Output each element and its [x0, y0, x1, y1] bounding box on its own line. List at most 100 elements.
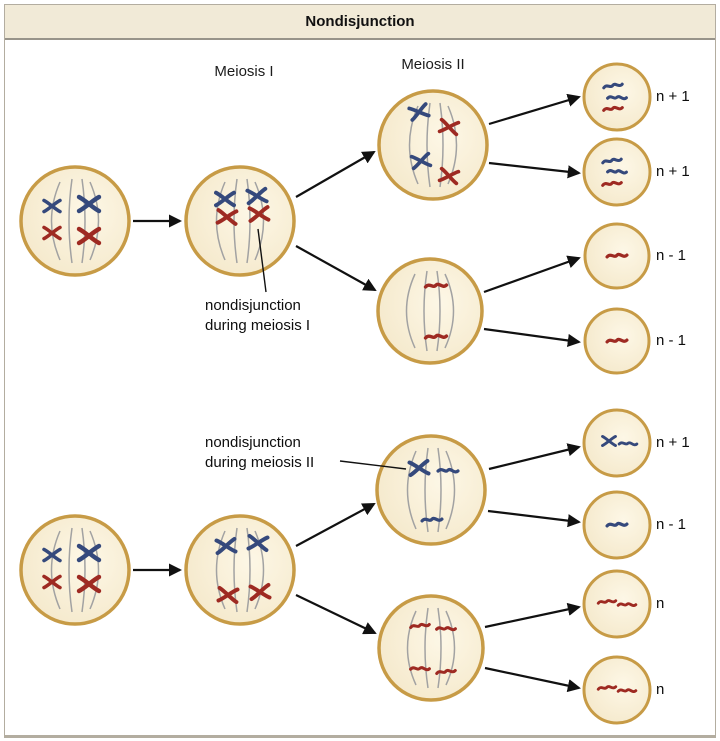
- gamete-n-plus-1-a: [582, 62, 652, 132]
- arrow-to-gamete-n-plus-1-c: [488, 443, 581, 471]
- gamete-label-n-plus-1-b: n + 1: [656, 163, 690, 180]
- spindle-fiber: [254, 181, 265, 261]
- red-chromosome: [596, 599, 618, 605]
- spindle-fiber: [50, 181, 61, 261]
- red-chromosome: [215, 208, 239, 226]
- red-chromosome: [605, 337, 629, 344]
- blue-chromosome: [601, 157, 623, 165]
- meiosis2-cell-monosomic: [376, 257, 484, 365]
- red-chromosome: [42, 225, 62, 241]
- gamete-n-minus-1-b: [583, 307, 651, 375]
- meiosis1-normal-cell: [184, 514, 296, 626]
- blue-chromosome: [617, 441, 639, 447]
- arrow-to-gamete-n-minus-1-c: [487, 509, 581, 528]
- cell-membrane: [377, 89, 489, 201]
- arrow-to-gamete-n-minus-1-a: [483, 255, 581, 294]
- red-chromosome: [216, 585, 240, 605]
- spindle-fiber: [215, 530, 226, 610]
- red-chromosome: [76, 226, 102, 246]
- gamete-n-minus-1-c: [582, 490, 652, 560]
- red-chromosome: [605, 252, 629, 259]
- blue-chromosome: [407, 102, 431, 122]
- blue-chromosome: [246, 533, 270, 553]
- red-chromosome: [435, 668, 457, 676]
- red-chromosome: [601, 180, 623, 187]
- blue-chromosome: [42, 547, 62, 563]
- arrow-to-gamete-n-plus-1-b: [488, 161, 581, 179]
- red-chromosome: [76, 574, 102, 594]
- cell-membrane: [377, 594, 485, 702]
- spindle-fiber: [424, 607, 429, 689]
- red-chromosome: [423, 282, 449, 289]
- red-chromosome: [409, 666, 431, 672]
- arrow-meiosis1-to-meiosis2-top: [295, 151, 376, 198]
- blue-chromosome: [606, 169, 628, 175]
- red-chromosome: [247, 205, 271, 223]
- red-chromosome: [435, 626, 457, 632]
- spindle-fiber: [405, 273, 416, 349]
- gamete-label-n-minus-1-a: n - 1: [656, 247, 687, 264]
- spindle-fiber: [444, 273, 455, 349]
- blue-chromosome: [42, 198, 62, 214]
- column-header-meiosis-1: Meiosis I: [214, 63, 274, 80]
- cell-membrane: [582, 569, 652, 639]
- blue-chromosome: [602, 82, 624, 90]
- gamete-n-a: [582, 569, 652, 639]
- blue-chromosome: [76, 543, 102, 563]
- spindle-fiber: [436, 270, 441, 352]
- cell-membrane: [582, 655, 652, 725]
- red-chromosome: [616, 602, 638, 607]
- spindle-fiber: [81, 527, 86, 613]
- blue-chromosome: [76, 194, 102, 214]
- spindle-fiber: [424, 447, 429, 533]
- gamete-label-n-plus-1-c: n + 1: [656, 434, 690, 451]
- red-chromosome: [602, 105, 624, 112]
- blue-chromosome: [601, 435, 617, 447]
- spindle-fiber: [445, 610, 456, 686]
- gamete-label-n-minus-1-b: n - 1: [656, 332, 687, 349]
- blue-chromosome: [605, 521, 629, 528]
- spindle-fiber: [426, 102, 431, 188]
- blue-chromosome: [245, 186, 269, 206]
- red-chromosome: [437, 166, 461, 186]
- arrow-to-gamete-n-minus-1-b: [483, 327, 581, 348]
- figure-frame: Nondisjunction: [4, 4, 716, 738]
- cell-membrane: [184, 165, 296, 277]
- arrow-meiosis1-to-meiosis2-nondisjunction: [295, 503, 376, 547]
- blue-chromosome: [606, 95, 628, 101]
- meiosis2-cell-trisomic: [377, 89, 489, 201]
- red-chromosome: [423, 333, 449, 340]
- gamete-label-n-plus-1-a: n + 1: [656, 88, 690, 105]
- spindle-fiber: [89, 530, 100, 610]
- red-chromosome: [42, 574, 62, 590]
- arrow-to-gamete-n-plus-1-a: [488, 93, 581, 126]
- spindle-fiber: [423, 270, 428, 352]
- parent-cell-top: [19, 165, 131, 277]
- blue-chromosome: [409, 151, 433, 171]
- spindle-fiber: [406, 450, 417, 530]
- cell-membrane: [19, 165, 131, 277]
- meiosis1-nondisjunction-cell: [184, 165, 296, 277]
- cell-membrane: [19, 514, 131, 626]
- title-bar: Nondisjunction: [5, 5, 715, 40]
- meiosis2-nondisjunction-cell: [375, 434, 487, 546]
- figure-title: Nondisjunction: [305, 13, 415, 30]
- blue-chromosome: [436, 467, 460, 474]
- pointer-line-meiosis2-annotation: [339, 460, 407, 470]
- spindle-fiber: [254, 530, 265, 610]
- red-chromosome: [596, 685, 618, 691]
- spindle-fiber: [81, 178, 86, 264]
- blue-chromosome: [420, 516, 444, 523]
- gamete-n-b: [582, 655, 652, 725]
- arrow-meiosis1-to-meiosis2-bottom: [295, 245, 377, 291]
- spindle-fiber: [50, 530, 61, 610]
- red-chromosome: [409, 622, 431, 630]
- spindle-fiber: [89, 181, 100, 261]
- arrow-to-gamete-n-b: [484, 666, 581, 693]
- arrow-meiosis1-to-meiosis2-normal: [295, 594, 377, 635]
- spindle-fiber: [406, 610, 417, 686]
- red-chromosome: [616, 688, 638, 693]
- pointer-line-meiosis1-annotation: [257, 228, 267, 293]
- spindle-fiber: [68, 178, 73, 264]
